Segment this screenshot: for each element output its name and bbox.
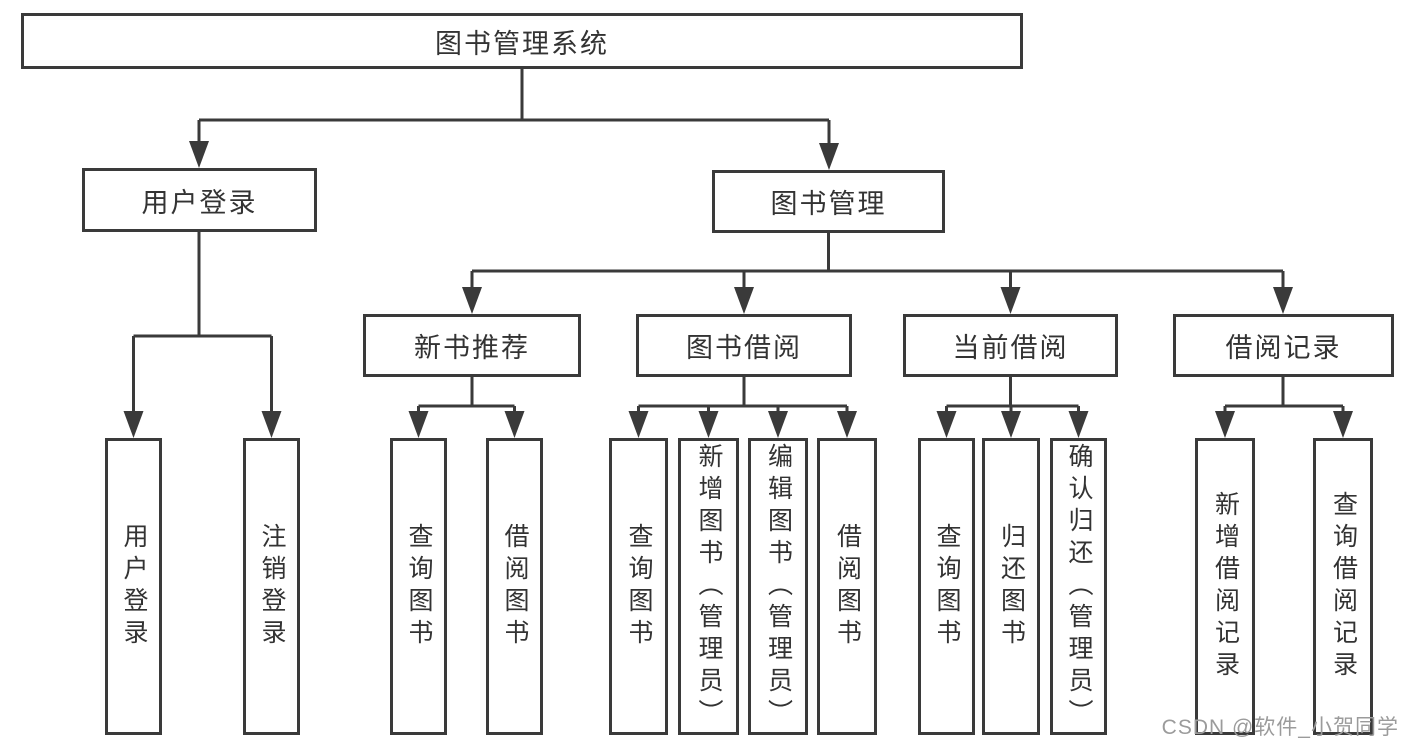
arrow-down-icon: [408, 411, 429, 438]
leaf-current-borrow-query-book: 查询图书: [918, 438, 975, 735]
arrow-down-icon: [1333, 411, 1353, 438]
arrow-down-icon: [628, 411, 649, 438]
node-new-book-recommend: 新书推荐: [363, 314, 581, 377]
edge-borrow-records-to-leaves: [1223, 377, 1345, 416]
arrow-down-icon: [123, 411, 144, 438]
leaf-logout: 注销登录: [243, 438, 300, 735]
leaf-new-book-query-book: 查询图书: [390, 438, 447, 735]
arrow-down-icon: [837, 411, 857, 438]
leaf-user-login: 用户登录: [105, 438, 162, 735]
arrow-down-icon: [504, 411, 525, 438]
arrow-down-icon: [819, 143, 839, 170]
edge-new-book-to-leaves: [417, 377, 516, 416]
node-book-borrow: 图书借阅: [636, 314, 852, 377]
leaf-book-borrow-query-book: 查询图书: [609, 438, 668, 735]
leaf-current-borrow-confirm-return-admin: 确认归还（管理员）: [1050, 438, 1107, 735]
leaf-borrow-records-query-record: 查询借阅记录: [1313, 438, 1373, 735]
arrow-down-icon: [1000, 287, 1021, 314]
arrow-down-icon: [462, 287, 482, 314]
leaf-new-book-borrow-book: 借阅图书: [486, 438, 543, 735]
arrow-down-icon: [768, 411, 788, 438]
arrow-down-icon: [1068, 411, 1089, 438]
edge-book-mgmt-to-level3: [470, 233, 1285, 292]
edge-book-borrow-to-leaves: [637, 377, 849, 416]
arrow-down-icon: [1001, 411, 1021, 438]
leaf-book-borrow-edit-book-admin: 编辑图书（管理员）: [748, 438, 808, 735]
edge-user-login-to-leaves: [132, 232, 273, 416]
edge-current-borrow-to-leaves: [945, 377, 1080, 416]
csdn-watermark: CSDN @软件_小贺同学: [1161, 716, 1399, 739]
arrow-down-icon: [261, 411, 282, 438]
leaf-borrow-records-add-record: 新增借阅记录: [1195, 438, 1255, 735]
node-book-management: 图书管理: [712, 170, 945, 233]
node-user-login: 用户登录: [82, 168, 317, 232]
leaf-current-borrow-return-book: 归还图书: [982, 438, 1040, 735]
node-library-management-system: 图书管理系统: [21, 13, 1023, 69]
leaf-book-borrow-add-book-admin: 新增图书（管理员）: [678, 438, 739, 735]
arrow-down-icon: [734, 287, 754, 314]
node-current-borrow: 当前借阅: [903, 314, 1118, 377]
arrow-down-icon: [936, 411, 957, 438]
arrow-down-icon: [698, 411, 719, 438]
arrow-down-icon: [189, 141, 209, 168]
node-borrow-records: 借阅记录: [1173, 314, 1394, 377]
edge-root-to-level2: [197, 69, 831, 148]
arrow-down-icon: [1215, 411, 1235, 438]
arrow-down-icon: [1273, 287, 1293, 314]
leaf-book-borrow-borrow-book: 借阅图书: [817, 438, 877, 735]
